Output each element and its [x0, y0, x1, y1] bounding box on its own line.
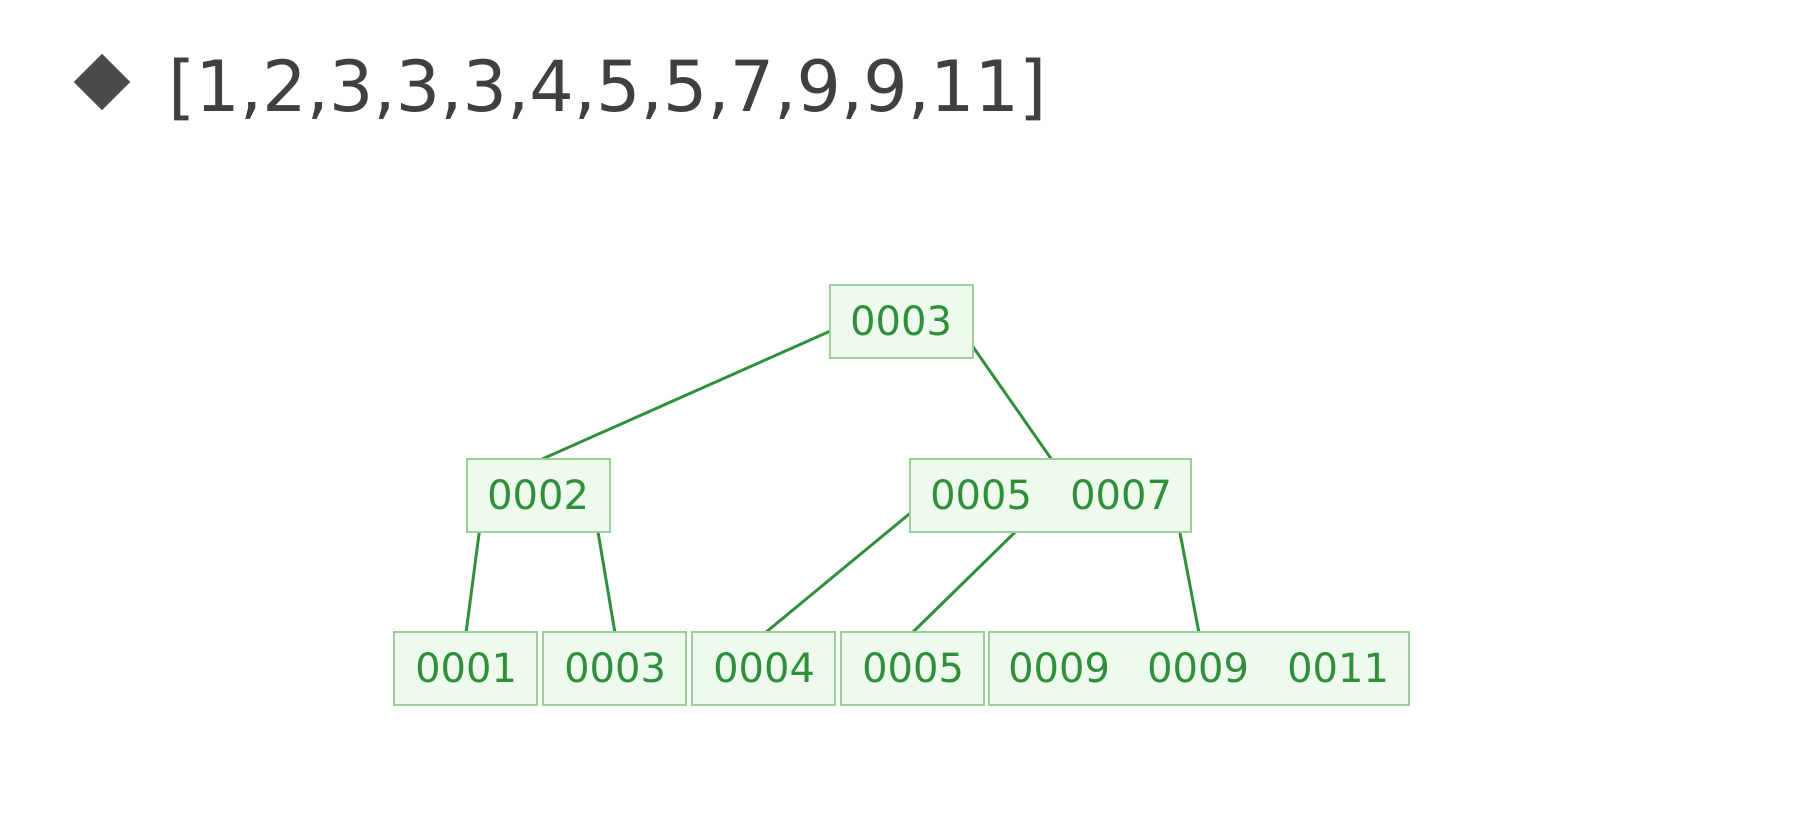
- tree-leaf-0001: 0001: [393, 631, 538, 706]
- node-key: 0009: [1147, 646, 1249, 692]
- tree-node-0002: 0002: [466, 458, 611, 533]
- tree-leaf-0005: 0005: [840, 631, 985, 706]
- node-key: 0009: [1008, 646, 1110, 692]
- array-values: [1,2,3,3,3,4,5,5,7,9,9,11]: [168, 46, 1047, 128]
- node-key: 0002: [487, 473, 589, 519]
- node-key: 0011: [1287, 646, 1389, 692]
- node-key: 0005: [862, 646, 964, 692]
- node-box: [542, 631, 687, 706]
- node-key: 0003: [564, 646, 666, 692]
- tree-leaf-0009-0009-0011: 0009 0009 0011: [988, 631, 1410, 706]
- node-key: 0007: [1070, 473, 1172, 519]
- node-box: [691, 631, 836, 706]
- node-box: [466, 458, 611, 533]
- node-box: [829, 284, 974, 359]
- tree-node-root: 0003: [829, 284, 974, 359]
- node-key: 0004: [713, 646, 815, 692]
- edge-root-to-0002: [539, 319, 854, 462]
- tree-node-0005-0007: 0005 0007: [909, 458, 1192, 533]
- node-key: 0001: [415, 646, 517, 692]
- node-key: 0005: [930, 473, 1032, 519]
- edge-0005-to-0004: [764, 494, 932, 635]
- tree-leaf-0004: 0004: [691, 631, 836, 706]
- tree-leaf-0003: 0003: [542, 631, 687, 706]
- node-box: [393, 631, 538, 706]
- node-box: [988, 631, 1410, 706]
- node-box: [909, 458, 1192, 533]
- node-box: [840, 631, 985, 706]
- node-key: 0003: [850, 299, 952, 345]
